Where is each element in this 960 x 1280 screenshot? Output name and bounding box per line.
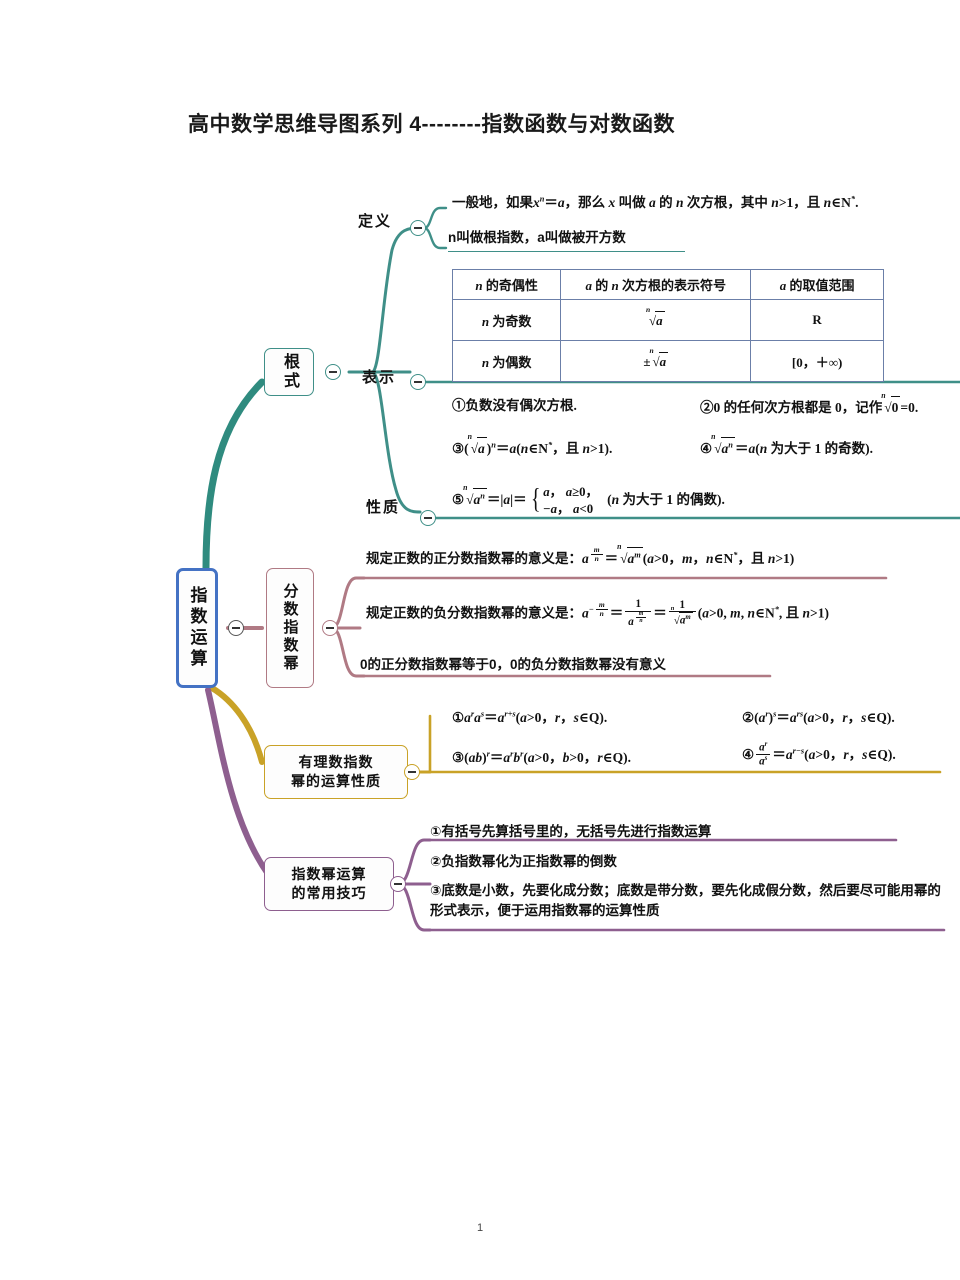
table-cell-symbol-even: ±n√a: [560, 340, 752, 382]
toggle-definition[interactable]: [410, 220, 426, 236]
fractional-item-3: 0的正分数指数幂等于0，0的负分数指数幂没有意义: [360, 657, 667, 672]
table-cell-range-odd: R: [750, 299, 884, 341]
branch-node-exponent-tricks[interactable]: 指数幂运算 的常用技巧: [264, 857, 394, 911]
page-number: 1: [476, 1222, 484, 1234]
toggle-properties[interactable]: [420, 510, 436, 526]
definition-item-1: 一般地，如果xn＝a，那么 x 叫做 a 的 n 次方根，其中 n>1，且 n∈…: [452, 194, 859, 211]
sub-branch-label-representation: 表示: [362, 369, 397, 386]
tricks-label-line1: 指数幂运算: [291, 866, 367, 883]
rational-rule-item-3: ③(ab)r＝arbr(a>0，b>0，r∈Q).: [452, 749, 631, 766]
representation-table: n 的奇偶性 a 的 n 次方根的表示符号 a 的取值范围 n 为奇数 n√a …: [451, 269, 884, 382]
definition-item-2: n叫做根指数，a叫做被开方数: [448, 228, 685, 252]
property-item-1: ①负数没有偶次方根.: [452, 398, 577, 413]
tricks-label-line2: 的常用技巧: [291, 885, 367, 901]
rational-rule-item-1: ①aras＝ar+s(a>0，r，s∈Q).: [452, 709, 608, 726]
trick-item-2: ②负指数幂化为正指数幂的倒数: [430, 854, 617, 869]
table-header-symbol: a 的 n 次方根的表示符号: [560, 269, 752, 300]
toggle-exponent-tricks[interactable]: [390, 876, 406, 892]
sub-branch-label-properties: 性质: [366, 499, 401, 516]
sub-branch-label-definition: 定义: [358, 213, 393, 230]
table-row: n 为偶数 ±n√a [0，＋∞): [451, 340, 884, 382]
toggle-root[interactable]: [228, 620, 244, 636]
table-cell-parity-even: n 为偶数: [451, 340, 562, 382]
table-cell-symbol-odd: n√a: [560, 299, 752, 341]
toggle-fractional-exponent[interactable]: [322, 620, 338, 636]
table-header-row: n 的奇偶性 a 的 n 次方根的表示符号 a 的取值范围: [451, 269, 884, 300]
table-cell-parity-odd: n 为奇数: [451, 299, 562, 341]
table-cell-range-even: [0，＋∞): [750, 340, 884, 382]
property-item-3: ③(n√a)n＝a(n∈N*，且 n>1).: [452, 432, 712, 459]
table-header-range: a 的取值范围: [750, 269, 884, 300]
toggle-radical[interactable]: [325, 364, 341, 380]
root-node-exponent-operations[interactable]: 指数运算: [176, 568, 218, 688]
branch-node-fractional-exponent[interactable]: 分数指数幂: [266, 568, 314, 688]
rational-rule-item-2: ②(ar)s＝ars(a>0，r，s∈Q).: [742, 709, 895, 726]
trick-item-3: ③底数是小数，先要化成分数；底数是带分数，要先化成假分数，然后要尽可能用幂的形式…: [430, 883, 941, 919]
toggle-representation[interactable]: [410, 374, 426, 390]
toggle-rational-exponent-rules[interactable]: [404, 764, 420, 780]
branch-node-rational-exponent-rules[interactable]: 有理数指数 幂的运算性质: [264, 745, 408, 799]
rational-rules-label-line1: 有理数指数: [298, 754, 374, 771]
trick-item-1: ①有括号先算括号里的，无括号先进行指数运算: [430, 824, 712, 839]
branch-node-radical[interactable]: 根式: [264, 348, 314, 396]
table-row: n 为奇数 n√a R: [451, 299, 884, 341]
rational-rules-label-line2: 幂的运算性质: [291, 773, 381, 789]
page-title: 高中数学思维导图系列 4--------指数函数与对数函数: [188, 113, 675, 136]
table-header-parity: n 的奇偶性: [451, 269, 562, 300]
